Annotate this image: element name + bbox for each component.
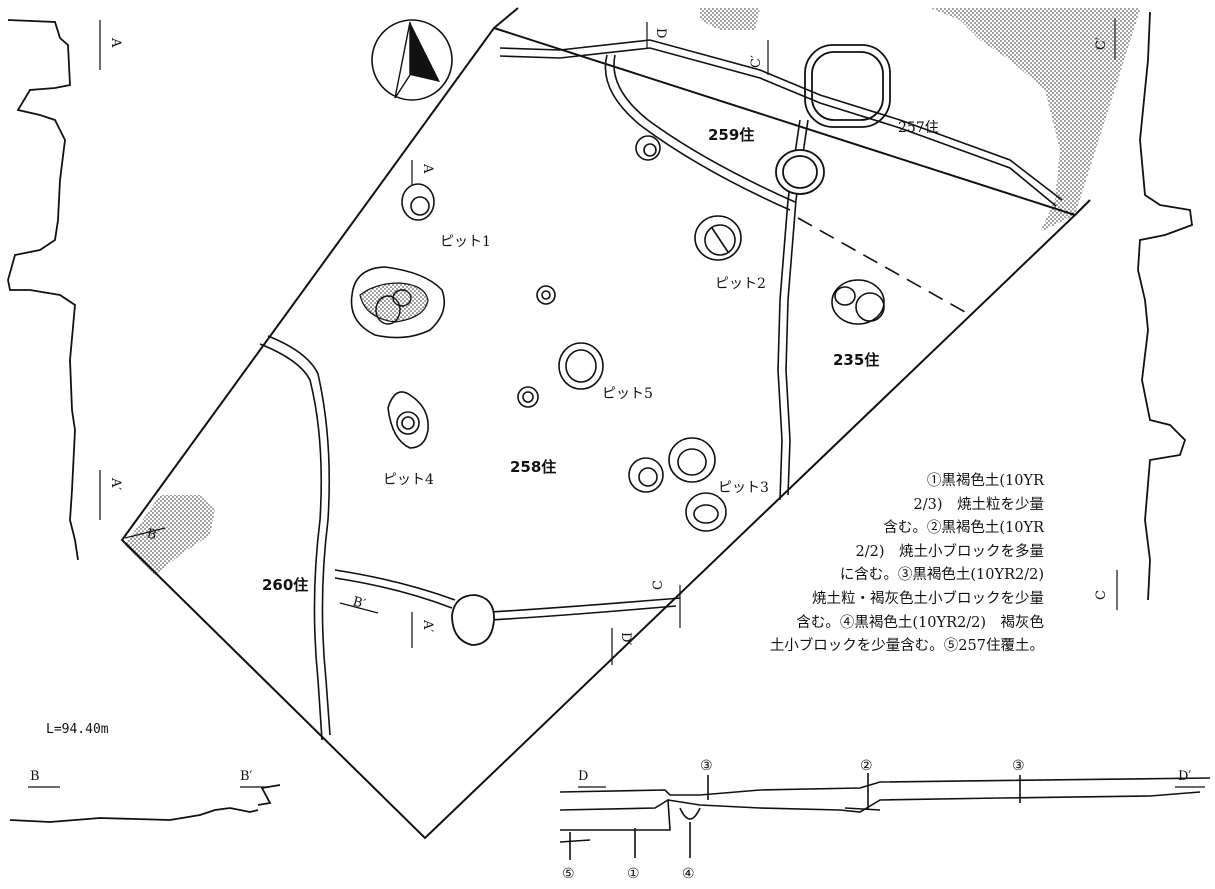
legend-line: に含む。③黒褐色土(10YR2/2) [839,567,1044,584]
stipple-left [125,495,215,575]
legend-line: 含む。②黒褐色土(10YR [883,520,1044,537]
pit-4-shape [387,391,429,449]
legend-line: ①黒褐色土(10YR [926,473,1044,489]
legend-line: 2/2) 焼土小ブロックを多量 [855,543,1045,560]
layer-label-3b: ③ [1012,758,1025,774]
label-pit-4: ピット4 [383,472,434,488]
house-259-wall [499,39,1063,211]
label-section-a-left: A [108,37,123,48]
legend-line: 焼土粒・褐灰色土小ブロックを少量 [812,590,1044,607]
label-house-258: 258住 [510,458,556,476]
trench-top-edge [493,7,519,29]
label-section-a-prime-plan: A′ [420,619,435,632]
section-markers [28,18,1205,788]
label-section-a-plan: A [420,163,435,174]
layer-label-4: ④ [682,866,695,882]
label-section-b-prime-plan: B′ [351,594,367,612]
profile-left [7,19,79,561]
trench-right-edge [1074,199,1091,216]
soil-legend: ①黒褐色土(10YR 2/3) 焼土粒を少量 含む。②黒褐色土(10YR 2/2… [672,470,1044,659]
pit-3-shape [628,437,727,532]
label-profile-b-prime: B′ [240,769,253,784]
small-pits [517,135,885,408]
layer-label-1: ① [627,866,640,882]
layer-label-3a: ③ [700,758,713,774]
label-section-c-right: C [1094,590,1109,600]
pit-1-shape [401,183,435,221]
profile-right [1137,11,1193,601]
label-house-235: 235住 [833,351,879,369]
trench-outline [120,26,1077,840]
label-house-259: 259住 [708,126,754,144]
label-profile-d-prime: D′ [1178,769,1191,784]
north-arrow-icon [371,19,453,101]
stipple-small-top [700,8,760,30]
label-pit-3: ピット3 [718,480,769,496]
posthole-junction [451,594,495,646]
layer-label-2: ② [860,758,873,774]
label-profile-b: B [30,769,40,784]
label-profile-d: D [578,769,588,784]
label-section-c-prime-right: C′ [1094,37,1109,50]
label-section-d-prime-plan: D′ [618,632,633,645]
pit-5-shape [558,342,604,390]
legend-line: 含む。④黒褐色土(10YR2/2) 褐灰色 [796,614,1044,631]
house-260-wall [259,335,681,741]
house-235-dashed-boundary [797,217,966,313]
label-pit-2: ピット2 [715,276,766,292]
label-pit-1: ピット1 [440,234,491,250]
profile-dd [559,773,1211,860]
level-label: L=94.40m [46,722,109,737]
stipple-257-upper [855,8,1140,232]
pit-2-shape [694,215,742,261]
posthole-259-junction [775,149,825,195]
legend-line: 土小ブロックを少量含む。⑤257住覆土。 [769,638,1044,655]
label-pit-5: ピット5 [602,386,653,402]
posthole-257 [804,44,891,128]
label-section-b-plan: B [145,526,158,543]
label-section-d-plan: D [653,28,668,38]
profile-bb-bottom [257,784,281,806]
label-house-257: 257住 [898,120,939,136]
hearth-feature [350,266,446,339]
layer-label-5: ⑤ [562,866,575,882]
label-section-a-prime-left: A′ [108,477,123,490]
legend-line: 2/3) 焼土粒を少量 [913,496,1045,513]
profile-bb [9,807,259,823]
label-house-260: 260住 [262,576,308,594]
label-section-c-prime-plan: C′ [749,55,764,68]
label-section-c-plan: C [651,580,666,590]
